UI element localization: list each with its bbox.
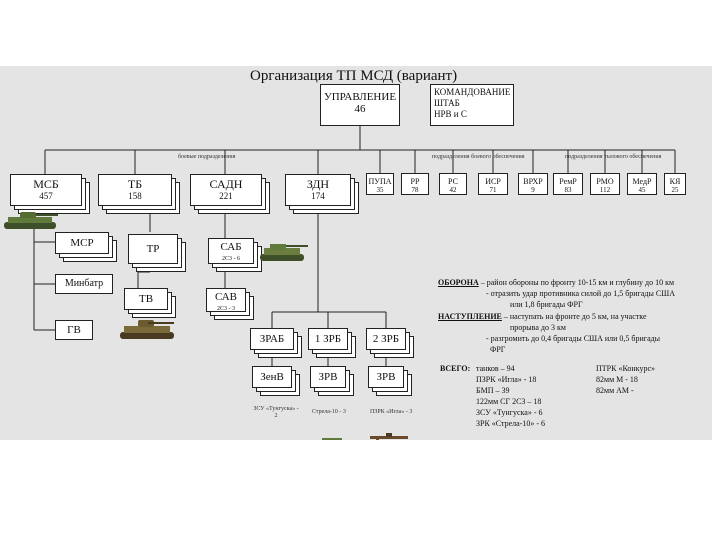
unit-number: 457 <box>39 191 53 201</box>
zenv-note: ЗСУ «Тунгуска» - 2 <box>253 406 299 419</box>
totals-label: ВСЕГО: <box>440 364 471 373</box>
group-label-combat: боевые подразделения <box>178 154 236 160</box>
support-label: РС <box>448 177 458 186</box>
zdn-sub2-zrv: ЗРВ <box>368 366 404 388</box>
offense-line: – наступать на фронте до 5 км, на участк… <box>503 312 647 321</box>
sab-note: 2С3 - 6 <box>222 256 240 262</box>
support-label: КЯ <box>669 177 681 186</box>
totals-item: ПТРК «Конкурс» <box>596 364 655 373</box>
support-label: ИСР <box>485 177 501 186</box>
totals-item: ЗРК «Стрела-10» - 6 <box>476 419 546 428</box>
totals-item: ЗСУ «Тунгуска» - 6 <box>476 408 543 417</box>
totals-item: 82мм М - 18 <box>596 375 638 384</box>
sav-note: 2С3 - 3 <box>217 306 235 312</box>
support-number: 9 <box>531 186 535 194</box>
tb-sub-tr: ТР <box>128 234 178 264</box>
support-label: МедР <box>632 177 652 186</box>
zdn-sub2-zenv: ЗенВ <box>252 366 292 388</box>
zdn-sub-1zrb: 1 ЗРБ <box>308 328 348 350</box>
unit-label: ТБ <box>127 177 143 191</box>
defense-line: или 1,8 бригады ФРГ <box>510 300 583 309</box>
sab-label: САБ <box>220 241 242 253</box>
tank-icon <box>120 320 174 339</box>
support-number: 42 <box>449 186 457 194</box>
slide-area: Организация ТП МСД (вариант) УПРАВЛЕНИЕ … <box>0 66 712 440</box>
support-number: 45 <box>638 186 646 194</box>
unit-label: САДН <box>209 177 243 191</box>
org-chart-connectors <box>33 126 676 366</box>
support-number: 83 <box>564 186 572 194</box>
sam-vehicle-icon <box>322 438 342 440</box>
support-label: ВРХР <box>523 177 543 186</box>
page-title: Организация ТП МСД (вариант) <box>250 68 458 84</box>
support-number: 78 <box>411 186 419 194</box>
sadn-sub-sab: САБ 2С3 - 6 <box>208 238 254 264</box>
totals-item: ПЗРК «Игла» - 18 <box>476 375 537 384</box>
support-number: 71 <box>489 186 497 194</box>
offense-label: НАСТУПЛЕНИЕ <box>438 312 502 321</box>
zrv-note: Стрела-10 - 3 <box>312 409 346 415</box>
unit-label: ЗДН <box>306 177 330 191</box>
unit-number: 158 <box>128 191 142 201</box>
hq-label: УПРАВЛЕНИЕ <box>323 91 397 103</box>
defense-line: – район обороны по фронту 10-15 км и глу… <box>480 278 675 287</box>
support-label: ПУПА <box>368 177 392 186</box>
self-propelled-gun-icon <box>260 244 308 261</box>
totals-item: 122мм СГ 2С3 – 18 <box>476 397 542 406</box>
hq-side-line: НРВ и С <box>434 109 467 119</box>
msb-sub-minbatr: Минбатр <box>55 274 113 294</box>
hq-side-box: КОМАНДОВАНИЕ ШТАБ НРВ и С <box>430 84 514 126</box>
offense-text: НАСТУПЛЕНИЕ – наступать на фронте до 5 к… <box>438 312 647 322</box>
support-number: 35 <box>376 186 384 194</box>
msb-sub-msr: МСР <box>55 232 109 254</box>
tank-icon <box>4 212 58 229</box>
totals-item: БМП – 39 <box>476 386 510 395</box>
support-number: 25 <box>671 186 679 194</box>
sav-label: САВ <box>214 291 238 303</box>
offense-line: прорыва до 3 км <box>510 323 566 332</box>
sadn-sub-sav: САВ 2С3 - 3 <box>206 288 246 312</box>
hq-side-line: ШТАБ <box>434 98 460 108</box>
missile-launcher-icon <box>370 433 408 440</box>
unit-number: 221 <box>219 191 233 201</box>
defense-text: ОБОРОНА – район обороны по фронту 10-15 … <box>438 278 674 288</box>
support-label: РМО <box>596 177 614 186</box>
hq-box: УПРАВЛЕНИЕ 46 <box>320 84 400 126</box>
unit-label: МСБ <box>33 177 59 191</box>
zdn-sub-zrab: ЗРАБ <box>250 328 294 350</box>
zdn-sub2-zrv: ЗРВ <box>310 366 346 388</box>
defense-line: - отразить удар противника силой до 1,5 … <box>486 289 676 298</box>
zrv-note: ПЗРК «Игла» - 3 <box>370 409 413 415</box>
support-number: 112 <box>599 186 611 194</box>
hq-number: 46 <box>354 103 366 115</box>
unit-number: 174 <box>311 191 325 201</box>
group-label-support: подразделения боевого обеспечения <box>432 154 525 160</box>
zdn-sub-2zrb: 2 ЗРБ <box>366 328 406 350</box>
hq-side-line: КОМАНДОВАНИЕ <box>434 87 511 97</box>
msb-sub-gv: ГВ <box>55 320 93 340</box>
offense-line: ФРГ <box>490 345 506 354</box>
defense-label: ОБОРОНА <box>438 278 479 287</box>
group-label-logistic: подразделения тылового обеспечения <box>565 154 662 160</box>
support-label: РемР <box>559 177 577 186</box>
offense-line: - разгромить до 0,4 бригады США или 0,5 … <box>486 334 661 343</box>
totals-item: танков – 94 <box>476 364 515 373</box>
tb-sub-tv: ТВ <box>124 288 168 310</box>
support-label: РР <box>410 177 420 186</box>
totals-item: 82мм АМ - <box>596 386 634 395</box>
